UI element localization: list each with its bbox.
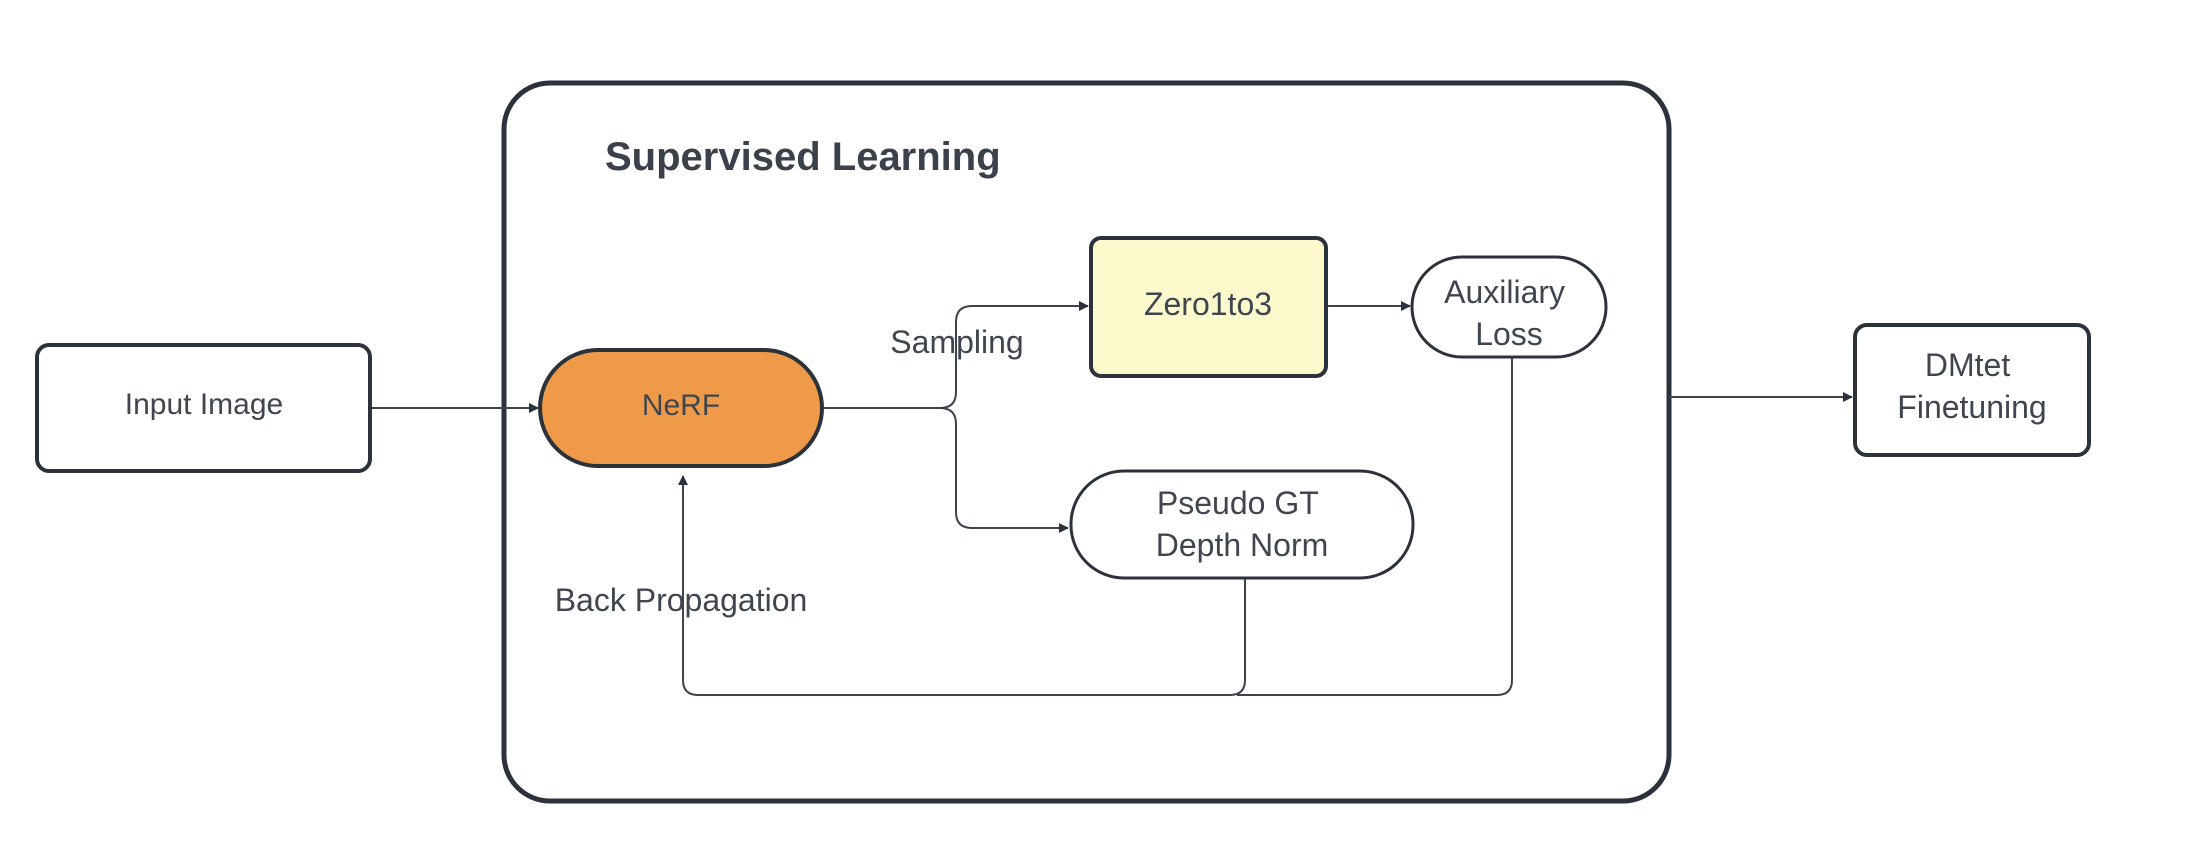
input-image-node [35, 343, 372, 473]
auxiliary-loss-line-1: Auxiliary [1444, 274, 1565, 310]
pseudo-gt-label: Pseudo GT Depth Norm [1156, 485, 1329, 563]
auxiliary-loss-line-2: Loss [1475, 316, 1543, 352]
edge-sampling-to-zero1to3 [939, 301, 1089, 409]
back-propagation-label: Back Propagation [555, 582, 808, 618]
edge-auxiliary-loss-feedback [1237, 358, 1513, 696]
zero1to3-node [1089, 236, 1328, 378]
supervised-learning-group [501, 80, 1672, 804]
edge-pseudo-gt-feedback [678, 475, 1246, 696]
edge-sampling-to-pseudo-gt [939, 407, 1069, 533]
dmtet-line-1: DMtet [1925, 347, 2010, 383]
dmtet-line-2: Finetuning [1897, 389, 2046, 425]
auxiliary-loss-node [1410, 255, 1608, 359]
sampling-label: Sampling [890, 324, 1023, 360]
input-image-label: Input Image [125, 388, 283, 421]
dmtet-node [1853, 323, 2091, 457]
pseudo-gt-line-1: Pseudo GT [1157, 485, 1318, 521]
nerf-label: NeRF [642, 389, 720, 422]
pseudo-gt-node [1069, 469, 1415, 580]
pseudo-gt-line-2: Depth Norm [1156, 527, 1329, 563]
zero1to3-label: Zero1to3 [1144, 286, 1272, 322]
nerf-node [538, 348, 824, 468]
group-title: Supervised Learning [605, 135, 1001, 179]
dmtet-label: DMtet Finetuning [1897, 347, 2046, 425]
auxiliary-loss-label: Auxiliary Loss [1444, 274, 1574, 352]
